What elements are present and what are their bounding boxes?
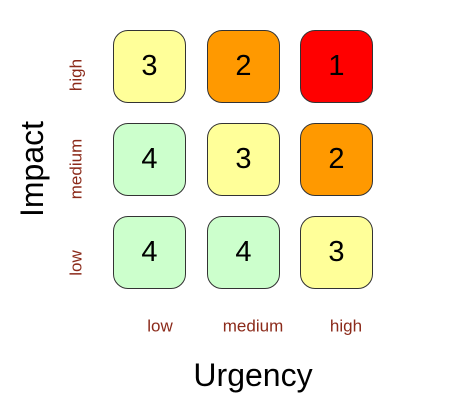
cell-medium-medium: 3	[207, 123, 280, 196]
cell-low-low: 4	[113, 216, 186, 289]
y-axis-title: Impact	[14, 120, 50, 218]
cell-low-medium: 4	[207, 216, 280, 289]
x-tick-label-high: high	[329, 316, 363, 336]
y-tick-label-low: low	[66, 250, 86, 276]
x-axis-title: Urgency	[193, 357, 313, 393]
x-tick-label-low: low	[147, 316, 173, 336]
cell-high-high: 1	[300, 30, 373, 103]
y-tick-label-high: high	[66, 58, 86, 92]
cell-low-high: 3	[300, 216, 373, 289]
cell-high-medium: 2	[207, 30, 280, 103]
y-tick-label-medium: medium	[66, 138, 86, 200]
cell-medium-low: 4	[113, 123, 186, 196]
x-tick-label-medium: medium	[222, 316, 284, 336]
cell-medium-high: 2	[300, 123, 373, 196]
cell-high-low: 3	[113, 30, 186, 103]
